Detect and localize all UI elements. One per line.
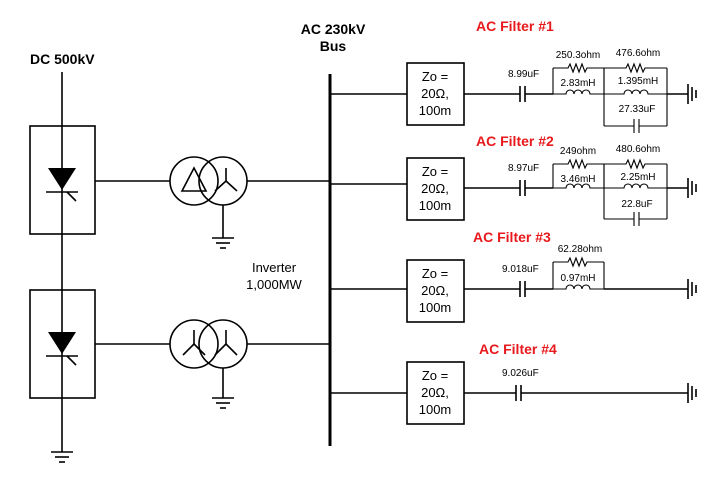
dc-voltage-label: DC 500kV	[30, 51, 95, 67]
zo-label: Zo =	[422, 368, 448, 383]
resistor-icon	[553, 158, 604, 170]
zo-label: Zo =	[422, 266, 448, 281]
line-impedance-box-4: Zo = 20Ω, 100m	[406, 361, 465, 425]
ground-icon	[212, 397, 234, 409]
series-capacitor-value: 9.018uF	[502, 264, 539, 275]
thyristor-valve-lower	[29, 289, 96, 399]
capacitor-icon	[519, 281, 526, 297]
zo-impedance: 20Ω,	[421, 181, 449, 196]
inductor-icon	[553, 284, 604, 290]
bus-label: Bus	[320, 38, 347, 54]
converter-transformer-wye-wye	[169, 319, 248, 409]
filter-title-3: AC Filter #3	[473, 229, 551, 245]
bus-voltage-label: AC 230kV	[301, 21, 366, 37]
capacitor-icon	[519, 180, 526, 196]
capacitor-icon	[515, 385, 522, 401]
capacitor-value: 27.33uF	[619, 104, 656, 115]
ac-filter-3: 9.018uF 62.28ohm 0.97mH	[464, 244, 697, 299]
inverter-rating-label: 1,000MW	[246, 277, 302, 292]
inverter-label: Inverter	[252, 260, 297, 275]
capacitor-value: 22.8uF	[621, 199, 652, 210]
ground-icon	[51, 451, 73, 463]
ground-icon	[212, 237, 234, 249]
zo-length: 100m	[419, 402, 452, 417]
resistor-icon	[604, 62, 667, 74]
resistor-value: 476.6ohm	[616, 48, 660, 59]
filter-title-1: AC Filter #1	[476, 18, 554, 34]
capacitor-icon	[519, 86, 526, 102]
line-impedance-box-2: Zo = 20Ω, 100m	[406, 157, 465, 221]
zo-label: Zo =	[422, 69, 448, 84]
series-capacitor-value: 9.026uF	[502, 368, 539, 379]
zo-impedance: 20Ω,	[421, 283, 449, 298]
inductor-value: 2.25mH	[620, 172, 655, 183]
capacitor-icon	[633, 119, 640, 133]
line-impedance-box-1: Zo = 20Ω, 100m	[406, 62, 465, 126]
zo-impedance: 20Ω,	[421, 86, 449, 101]
inductor-icon	[553, 89, 604, 95]
thyristor-icon	[48, 332, 76, 354]
inductor-value: 0.97mH	[560, 273, 595, 284]
inductor-value: 2.83mH	[560, 78, 595, 89]
resistor-value: 480.6ohm	[616, 144, 660, 155]
wye-winding-icon	[214, 330, 238, 356]
converter-transformer-delta-wye	[169, 156, 248, 249]
wye-winding-icon	[182, 330, 206, 356]
resistor-value: 62.28ohm	[558, 244, 602, 255]
inductor-icon	[604, 89, 667, 95]
zo-length: 100m	[419, 198, 452, 213]
inductor-value: 3.46mH	[560, 174, 595, 185]
inductor-icon	[553, 183, 604, 189]
ground-icon	[687, 178, 697, 198]
inductor-value: 1.395mH	[618, 76, 659, 87]
zo-impedance: 20Ω,	[421, 385, 449, 400]
resistor-value: 249ohm	[560, 146, 596, 157]
zo-length: 100m	[419, 103, 452, 118]
series-capacitor-value: 8.99uF	[508, 69, 539, 80]
delta-winding-icon	[180, 166, 208, 192]
ac-filter-2: 8.97uF 249ohm 3.46mH 480.6ohm 2.25mH 22.…	[464, 144, 697, 226]
series-capacitor-value: 8.97uF	[508, 163, 539, 174]
ac-filter-1: 8.99uF 250.3ohm 2.83mH 476.6ohm 1.395mH …	[464, 48, 697, 133]
resistor-icon	[553, 62, 604, 74]
resistor-icon	[604, 158, 667, 170]
thyristor-valve-upper	[29, 125, 96, 235]
capacitor-icon	[633, 212, 640, 226]
ground-icon	[687, 383, 697, 403]
ground-icon	[687, 84, 697, 104]
resistor-value: 250.3ohm	[556, 50, 600, 61]
resistor-icon	[553, 256, 604, 268]
zo-label: Zo =	[422, 164, 448, 179]
filter-title-4: AC Filter #4	[479, 341, 557, 357]
wye-winding-icon	[214, 168, 238, 192]
ground-icon	[687, 279, 697, 299]
zo-length: 100m	[419, 300, 452, 315]
line-impedance-box-3: Zo = 20Ω, 100m	[406, 259, 465, 323]
ac-filter-4: 9.026uF	[464, 368, 697, 403]
filter-title-2: AC Filter #2	[476, 133, 554, 149]
thyristor-icon	[48, 168, 76, 190]
inductor-icon	[604, 183, 667, 189]
